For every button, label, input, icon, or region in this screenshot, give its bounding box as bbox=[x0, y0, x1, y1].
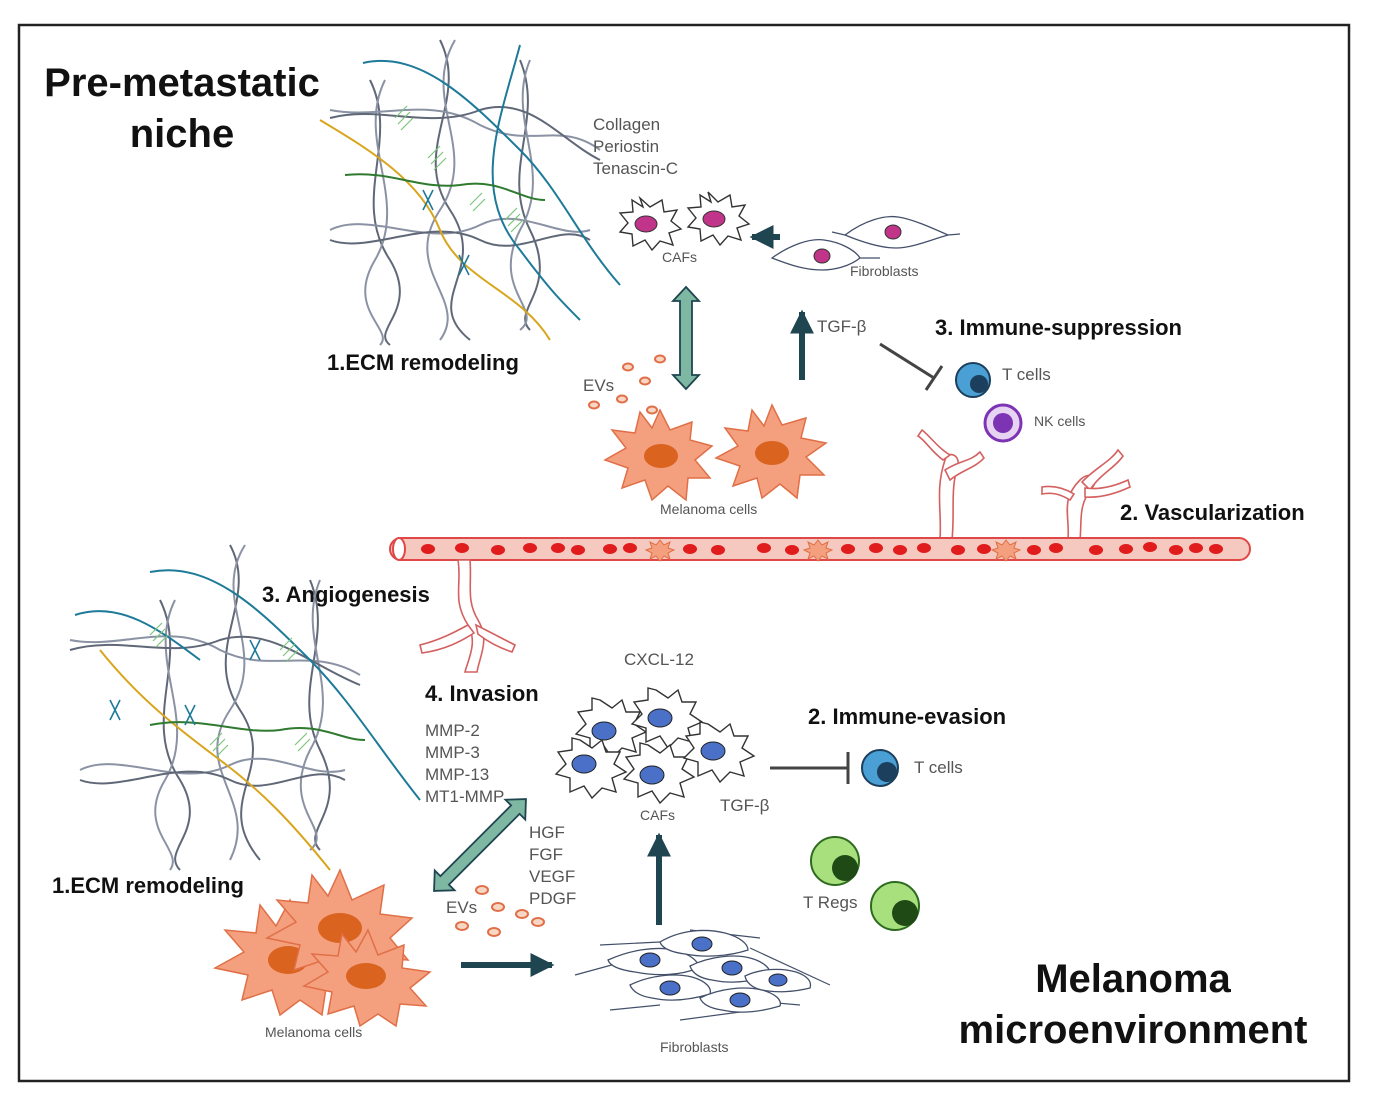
immune-evasion-heading: 2. Immune-evasion bbox=[808, 704, 1006, 729]
evs-top bbox=[588, 354, 666, 415]
t-cell-bottom bbox=[861, 749, 899, 787]
t-cell-top bbox=[955, 362, 991, 398]
vascularization-heading: 2. Vascularization bbox=[1120, 500, 1305, 525]
immune-suppression-heading: 3. Immune-suppression bbox=[935, 315, 1182, 340]
ecm-mesh-bottom bbox=[69, 544, 421, 871]
vessel-branch-angiogenesis bbox=[419, 559, 517, 673]
fibroblasts-label-bottom: Fibroblasts bbox=[660, 1039, 728, 1055]
cafs-label-top: CAFs bbox=[662, 249, 697, 265]
double-arrow-cafs-melanoma-top bbox=[670, 285, 702, 391]
melanoma-label-top: Melanoma cells bbox=[660, 501, 757, 517]
evs-label-top: EVs bbox=[583, 376, 614, 395]
gf-vegf-label: VEGF bbox=[529, 867, 575, 886]
mt1-mmp-label: MT1-MMP bbox=[425, 787, 504, 806]
tregs-label: T Regs bbox=[803, 893, 858, 912]
t-cells-label-top: T cells bbox=[1002, 365, 1051, 384]
double-arrow-invasion bbox=[433, 798, 527, 892]
fibroblasts-label-top: Fibroblasts bbox=[850, 263, 918, 279]
mmp-13-label: MMP-13 bbox=[425, 765, 489, 784]
cxcl-label: CXCL-12 bbox=[624, 650, 694, 669]
cafs-label-bottom: CAFs bbox=[640, 807, 675, 823]
melanoma-label-bottom: Melanoma cells bbox=[265, 1024, 362, 1040]
invasion-heading: 4. Invasion bbox=[425, 681, 539, 706]
ecm-label-bottom: 1.ECM remodeling bbox=[52, 873, 244, 898]
gf-pdgf-label: PDGF bbox=[529, 889, 576, 908]
melanoma-cells-bottom bbox=[212, 868, 432, 1028]
tgf-label-bottom: TGF-β bbox=[720, 796, 770, 815]
cafs-bottom bbox=[554, 687, 756, 805]
tgf-label-top: TGF-β bbox=[817, 317, 867, 336]
mmp-2-label: MMP-2 bbox=[425, 721, 480, 740]
evs-bottom bbox=[455, 885, 545, 937]
title-microenv-line2: microenvironment bbox=[959, 1008, 1308, 1052]
inhibition-tgf-tcells-top bbox=[879, 342, 944, 391]
blood-vessel bbox=[389, 537, 1251, 562]
angiogenesis-heading: 3. Angiogenesis bbox=[262, 582, 430, 607]
fibroblasts-bottom bbox=[574, 929, 831, 1021]
title-pre-metastatic-line1: Pre-metastatic bbox=[44, 61, 320, 105]
mmp-3-label: MMP-3 bbox=[425, 743, 480, 762]
title-microenv-line1: Melanoma bbox=[1035, 957, 1231, 1001]
ecm-protein-collagen: Collagen bbox=[593, 115, 660, 134]
ecm-label-top: 1.ECM remodeling bbox=[327, 350, 519, 375]
t-cells-label-bottom: T cells bbox=[914, 758, 963, 777]
fibroblasts-top bbox=[770, 215, 961, 271]
gf-fgf-label: FGF bbox=[529, 845, 563, 864]
vessel-branches-top bbox=[916, 428, 1131, 541]
treg-cells bbox=[810, 836, 920, 931]
ecm-protein-periostin: Periostin bbox=[593, 137, 659, 156]
melanoma-cells-top bbox=[603, 403, 828, 502]
ecm-protein-tenascin: Tenascin-C bbox=[593, 159, 678, 178]
title-pre-metastatic-line2: niche bbox=[130, 112, 234, 156]
evs-label-bottom: EVs bbox=[446, 898, 477, 917]
nk-cell-top bbox=[983, 403, 1023, 443]
nk-cells-label-top: NK cells bbox=[1034, 413, 1085, 429]
ecm-mesh-top bbox=[319, 39, 621, 346]
gf-hgf-label: HGF bbox=[529, 823, 565, 842]
cafs-top bbox=[618, 191, 751, 252]
inhibition-cafs-tcells-bottom bbox=[770, 752, 850, 784]
